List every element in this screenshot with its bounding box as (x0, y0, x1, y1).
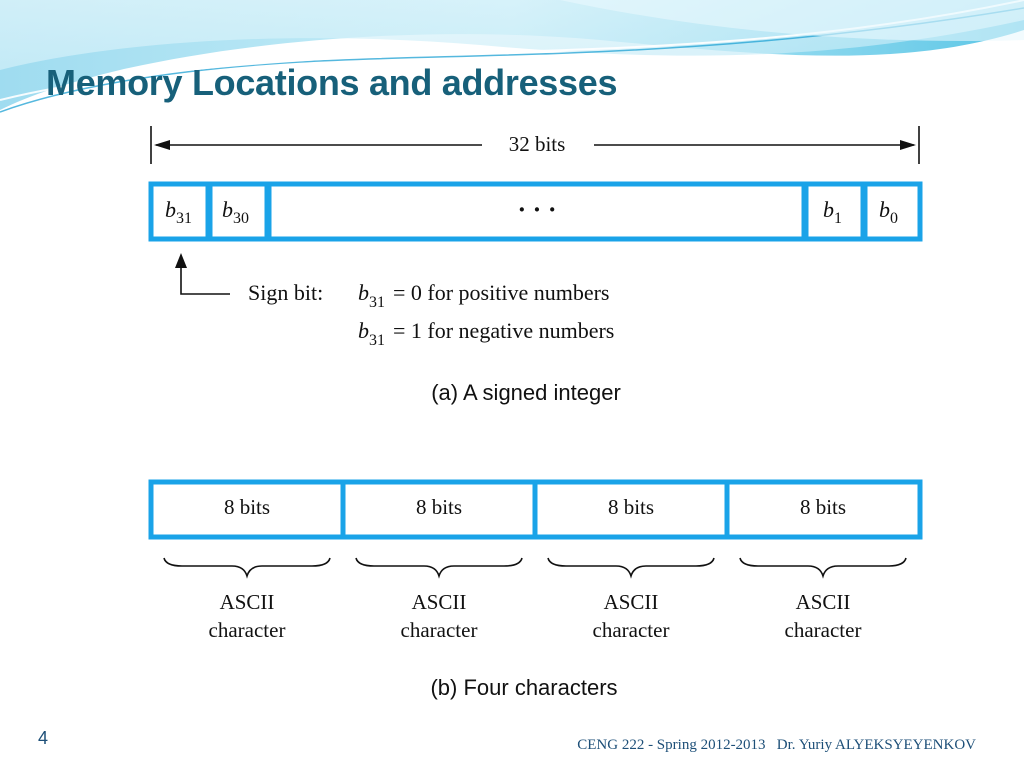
sign-bit-label: Sign bit: (248, 280, 323, 305)
byte-cell-3 (532, 479, 730, 540)
brace-1 (163, 557, 331, 579)
sign-bit-arrowhead (175, 253, 187, 268)
sign-rule-positive: b31= 0 for positive numbers (358, 280, 610, 311)
byte-cell-1 (148, 479, 346, 540)
slide-footer: CENG 222 - Spring 2012-2013 Dr. Yuriy AL… (577, 737, 976, 753)
bit-label-b31: b31 (165, 197, 192, 227)
bit-row (148, 181, 923, 242)
byte-label-1: 8 bits (224, 495, 270, 519)
byte-label-3: 8 bits (608, 495, 654, 519)
bit-label-b30: b30 (222, 197, 249, 227)
bit-label-b1: b1 (823, 197, 842, 227)
char-label-3-line1: ASCII (604, 590, 659, 614)
brace-2 (355, 557, 523, 579)
arrowhead-left (154, 140, 170, 150)
bit-cell-b30 (207, 181, 270, 242)
char-label-4-line2: character (785, 618, 862, 642)
bit-label-b0: b0 (879, 197, 898, 227)
figure-canvas: 32 bits b31 b30 · · · b1 b0 Sign bit: b3… (148, 126, 923, 700)
brace-3 (547, 557, 715, 579)
width-label: 32 bits (509, 132, 566, 156)
byte-cell-2 (340, 479, 538, 540)
byte-label-2: 8 bits (416, 495, 462, 519)
arrowhead-right (900, 140, 916, 150)
char-label-1-line2: character (209, 618, 286, 642)
char-labels: ASCII character ASCII character ASCII ch… (209, 590, 862, 642)
char-label-3-line2: character (593, 618, 670, 642)
char-label-2-line1: ASCII (412, 590, 467, 614)
sign-bit-leader-line (180, 266, 230, 295)
sign-rule-negative: b31= 1 for negative numbers (358, 318, 614, 349)
byte-label-4: 8 bits (800, 495, 846, 519)
byte-row (148, 479, 923, 540)
bit-ellipsis: · · · (517, 195, 556, 224)
char-label-2-line2: character (401, 618, 478, 642)
memory-word-figure: 32 bits b31 b30 · · · b1 b0 Sign bit: b3… (142, 118, 932, 708)
caption-signed-integer: (a) A signed integer (431, 380, 621, 405)
caption-four-characters: (b) Four characters (430, 675, 617, 700)
slide-number: 4 (38, 728, 49, 748)
slide-title: Memory Locations and addresses (46, 62, 618, 103)
char-label-1-line1: ASCII (220, 590, 275, 614)
bit-cell-b1 (803, 181, 866, 242)
brace-4 (739, 557, 907, 579)
byte-cell-4 (724, 479, 923, 540)
bit-cell-b0 (862, 181, 923, 242)
char-label-4-line1: ASCII (796, 590, 851, 614)
byte-braces (163, 557, 907, 579)
